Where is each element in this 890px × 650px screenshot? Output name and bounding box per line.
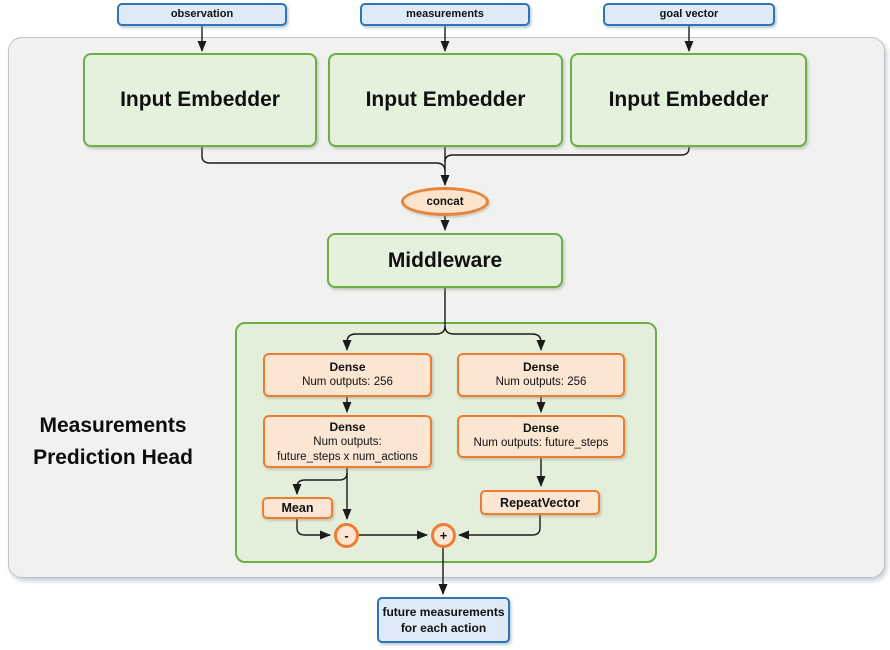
output-label-line1: future measurements — [382, 605, 505, 619]
repeat-vector-node: RepeatVector — [480, 490, 600, 515]
input-node-measurements: measurements — [360, 3, 530, 26]
dense-subtitle-2: future_steps x num_actions — [277, 451, 418, 463]
concat-label: concat — [426, 195, 464, 208]
middleware-node: Middleware — [327, 233, 563, 288]
input-label: measurements — [406, 8, 484, 20]
minus-label: - — [344, 528, 349, 543]
input-node-observation: observation — [117, 3, 287, 26]
concat-node: concat — [401, 187, 489, 216]
prediction-head-title-line1: Measurements — [39, 414, 187, 437]
prediction-head-title: Measurements Prediction Head — [15, 410, 211, 474]
minus-operator-node: - — [334, 523, 359, 548]
mean-label: Mean — [281, 501, 314, 515]
dense-subtitle: Num outputs: 256 — [495, 376, 587, 388]
input-embedder-3: Input Embedder — [570, 53, 807, 147]
dense-subtitle: Num outputs: future_steps — [473, 437, 609, 449]
input-embedder-2: Input Embedder — [328, 53, 563, 147]
output-node: future measurements for each action — [377, 597, 510, 643]
dense-right-1: Dense Num outputs: 256 — [457, 353, 625, 397]
dense-title: Dense — [522, 421, 560, 435]
dense-subtitle: Num outputs: 256 — [302, 376, 393, 388]
mean-node: Mean — [262, 497, 333, 519]
embedder-label: Input Embedder — [120, 88, 280, 111]
input-label: observation — [170, 8, 234, 20]
repeat-vector-label: RepeatVector — [500, 495, 580, 510]
input-embedder-1: Input Embedder — [83, 53, 317, 147]
dense-title: Dense — [329, 360, 366, 374]
dense-title: Dense — [329, 420, 366, 434]
input-node-goal-vector: goal vector — [603, 3, 775, 26]
plus-label: + — [439, 528, 448, 543]
dense-subtitle: Num outputs: — [313, 436, 382, 448]
output-label-line2: for each action — [400, 621, 487, 635]
embedder-label: Input Embedder — [608, 88, 769, 111]
dense-left-2: Dense Num outputs: future_steps x num_ac… — [263, 415, 432, 468]
dense-title: Dense — [522, 360, 560, 374]
dense-right-2: Dense Num outputs: future_steps — [457, 415, 625, 458]
input-label: goal vector — [659, 8, 719, 20]
prediction-head-title-line2: Prediction Head — [33, 446, 193, 469]
middleware-label: Middleware — [387, 248, 503, 272]
dense-left-1: Dense Num outputs: 256 — [263, 353, 432, 397]
plus-operator-node: + — [431, 523, 456, 548]
embedder-label: Input Embedder — [365, 88, 526, 111]
